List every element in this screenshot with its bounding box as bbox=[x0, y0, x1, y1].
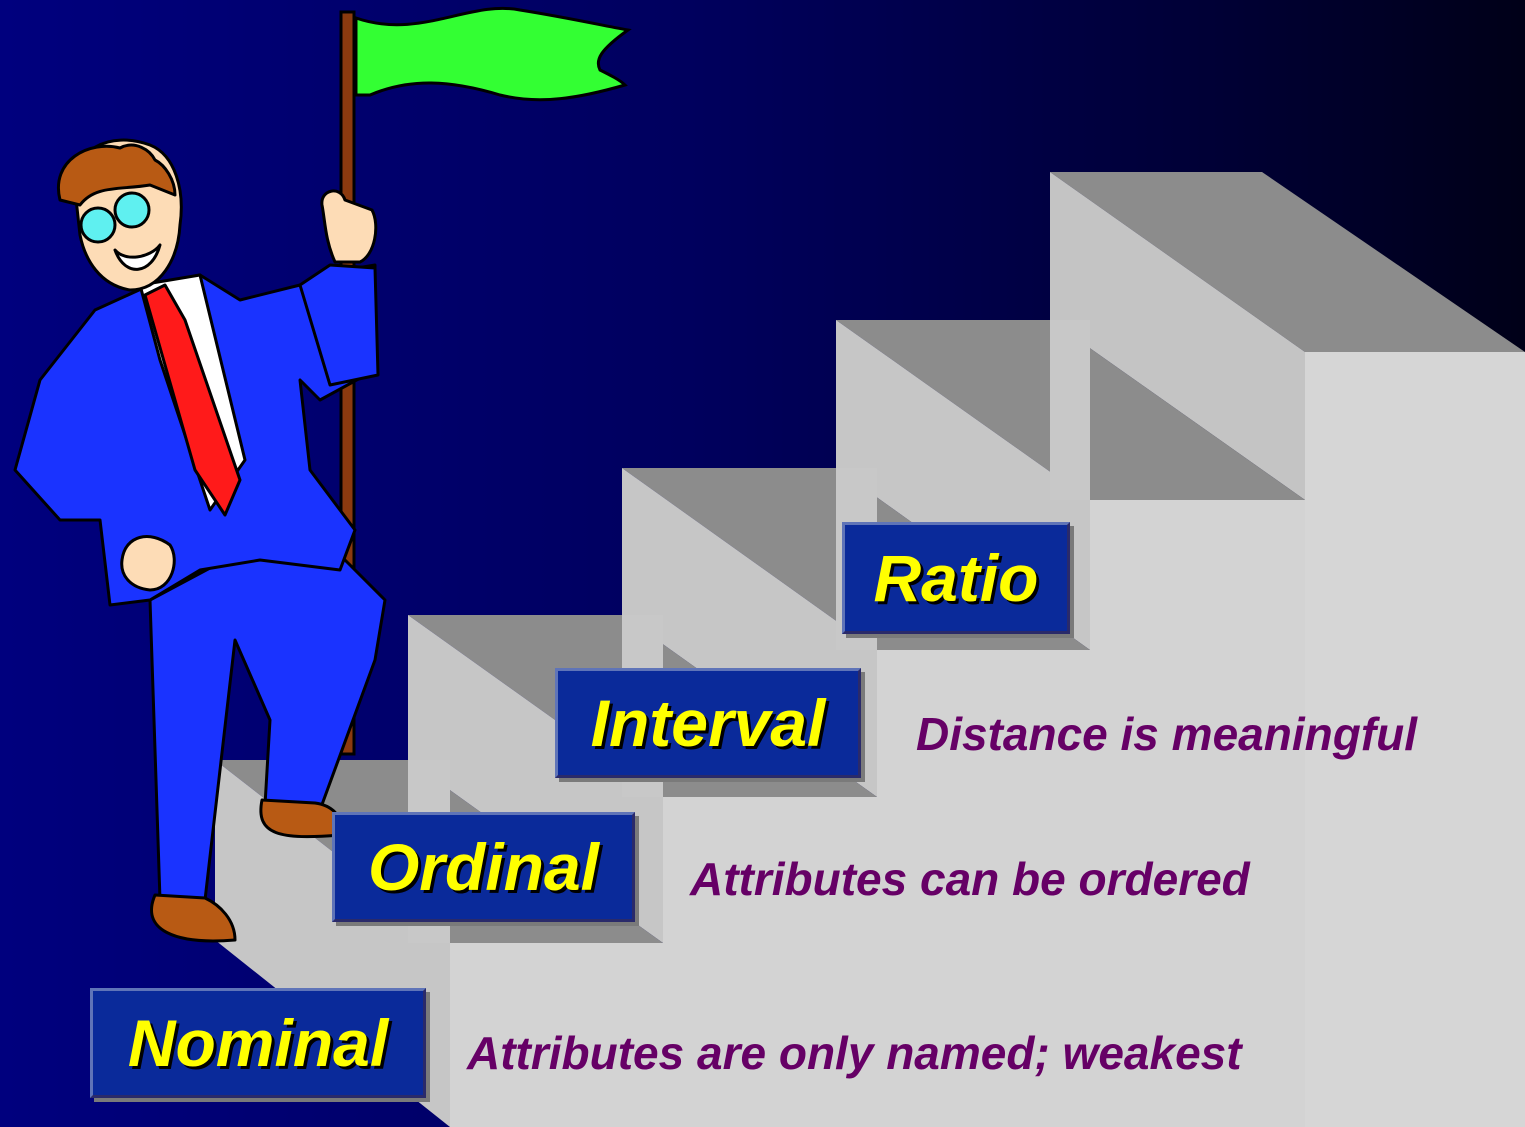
level-description-interval: Distance is meaningful bbox=[916, 708, 1418, 760]
level-box-nominal: Nominal bbox=[90, 988, 426, 1098]
level-box-ordinal: Ordinal bbox=[332, 812, 635, 922]
level-description-ordinal: Attributes can be ordered bbox=[690, 853, 1250, 905]
level-label-ratio: Ratio bbox=[873, 541, 1039, 615]
level-label-nominal: Nominal bbox=[127, 1006, 389, 1080]
level-box-ratio: Ratio bbox=[842, 522, 1070, 634]
level-label-ordinal: Ordinal bbox=[367, 830, 600, 904]
businessman-figure bbox=[13, 138, 387, 943]
level-label-interval: Interval bbox=[590, 686, 826, 760]
level-description-nominal: Attributes are only named; weakest bbox=[467, 1027, 1242, 1079]
level-box-interval: Interval bbox=[555, 668, 861, 778]
step-5 bbox=[1050, 172, 1525, 1127]
